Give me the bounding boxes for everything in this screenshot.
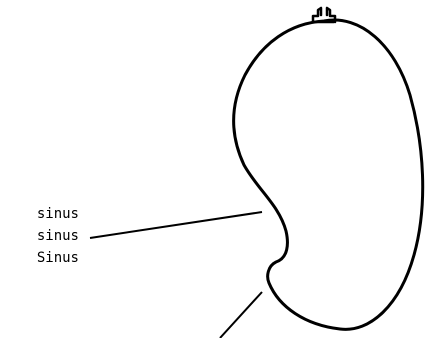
sinus-label-line-1: sinus bbox=[37, 206, 79, 222]
sinus-label-line-2: sinus bbox=[37, 228, 79, 244]
seed-outline bbox=[234, 20, 423, 329]
sinus-label-line-3: Sinus bbox=[37, 250, 79, 266]
notch-leader-line bbox=[220, 292, 262, 338]
sinus-leader-line bbox=[90, 212, 262, 238]
